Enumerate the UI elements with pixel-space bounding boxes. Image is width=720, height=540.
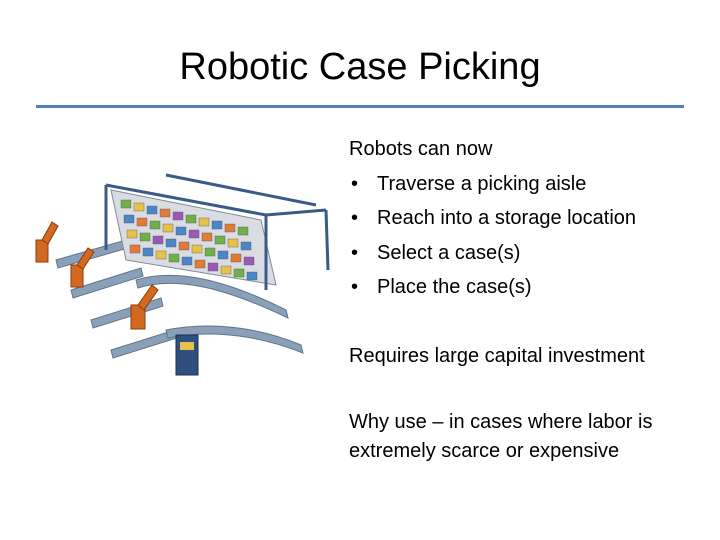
- capital-note: Requires large capital investment: [349, 344, 645, 367]
- bullet-glyph: •: [351, 241, 359, 264]
- automated-warehouse-illustration: [35, 173, 330, 376]
- bullet-glyph: •: [351, 276, 359, 298]
- intro-text: Robots can now: [349, 138, 493, 160]
- bullet-glyph: •: [351, 172, 359, 195]
- list-item: •Select a case(s): [349, 236, 699, 271]
- list-item: •Traverse a picking aisle: [349, 167, 699, 202]
- slide-title: Robotic Case Picking: [179, 46, 541, 88]
- list-item: •Reach into a storage location: [349, 201, 699, 236]
- why-use-text: Why use – in cases where labor is extrem…: [349, 411, 653, 462]
- capability-list: •Traverse a picking aisle •Reach into a …: [349, 167, 699, 305]
- bullet-glyph: •: [351, 207, 359, 229]
- slide-body: Robots can now •Traverse a picking aisle…: [349, 132, 699, 466]
- title-divider: [36, 105, 684, 108]
- list-item: •Place the case(s): [349, 270, 699, 305]
